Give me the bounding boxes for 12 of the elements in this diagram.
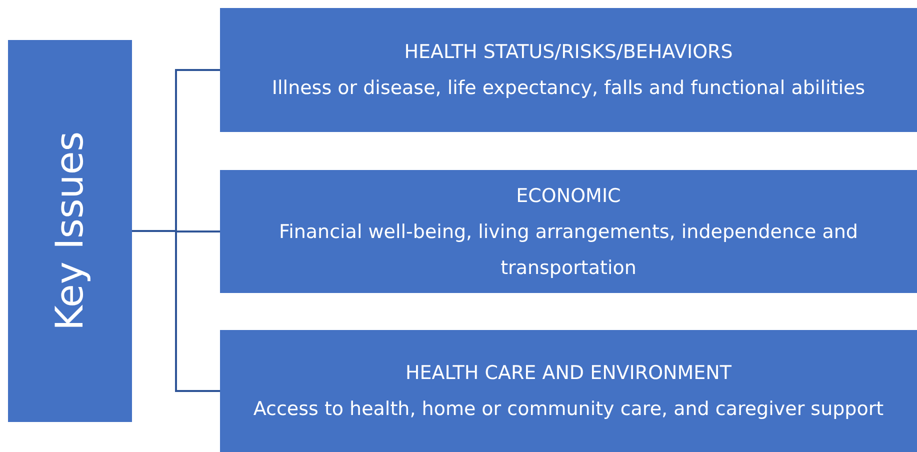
- category-heading: ECONOMIC: [515, 184, 622, 208]
- category-heading: HEALTH CARE AND ENVIRONMENT: [404, 361, 732, 386]
- category-box: [220, 8, 917, 132]
- connector-line: [132, 230, 220, 392]
- title-label: Key Issues: [48, 130, 92, 333]
- category-description: Access to health, home or community care, and caregiver support: [252, 397, 885, 422]
- category-box: [220, 330, 917, 452]
- category-description: Financial well-being, living arrangements, independence and transportation: [278, 220, 859, 280]
- category-box: [220, 170, 917, 293]
- category-heading: HEALTH STATUS/RISKS/BEHAVIORS: [403, 40, 734, 65]
- category-description: Illness or disease, life expectancy, falls and functional abilities: [270, 76, 866, 101]
- title-bar: [8, 40, 132, 422]
